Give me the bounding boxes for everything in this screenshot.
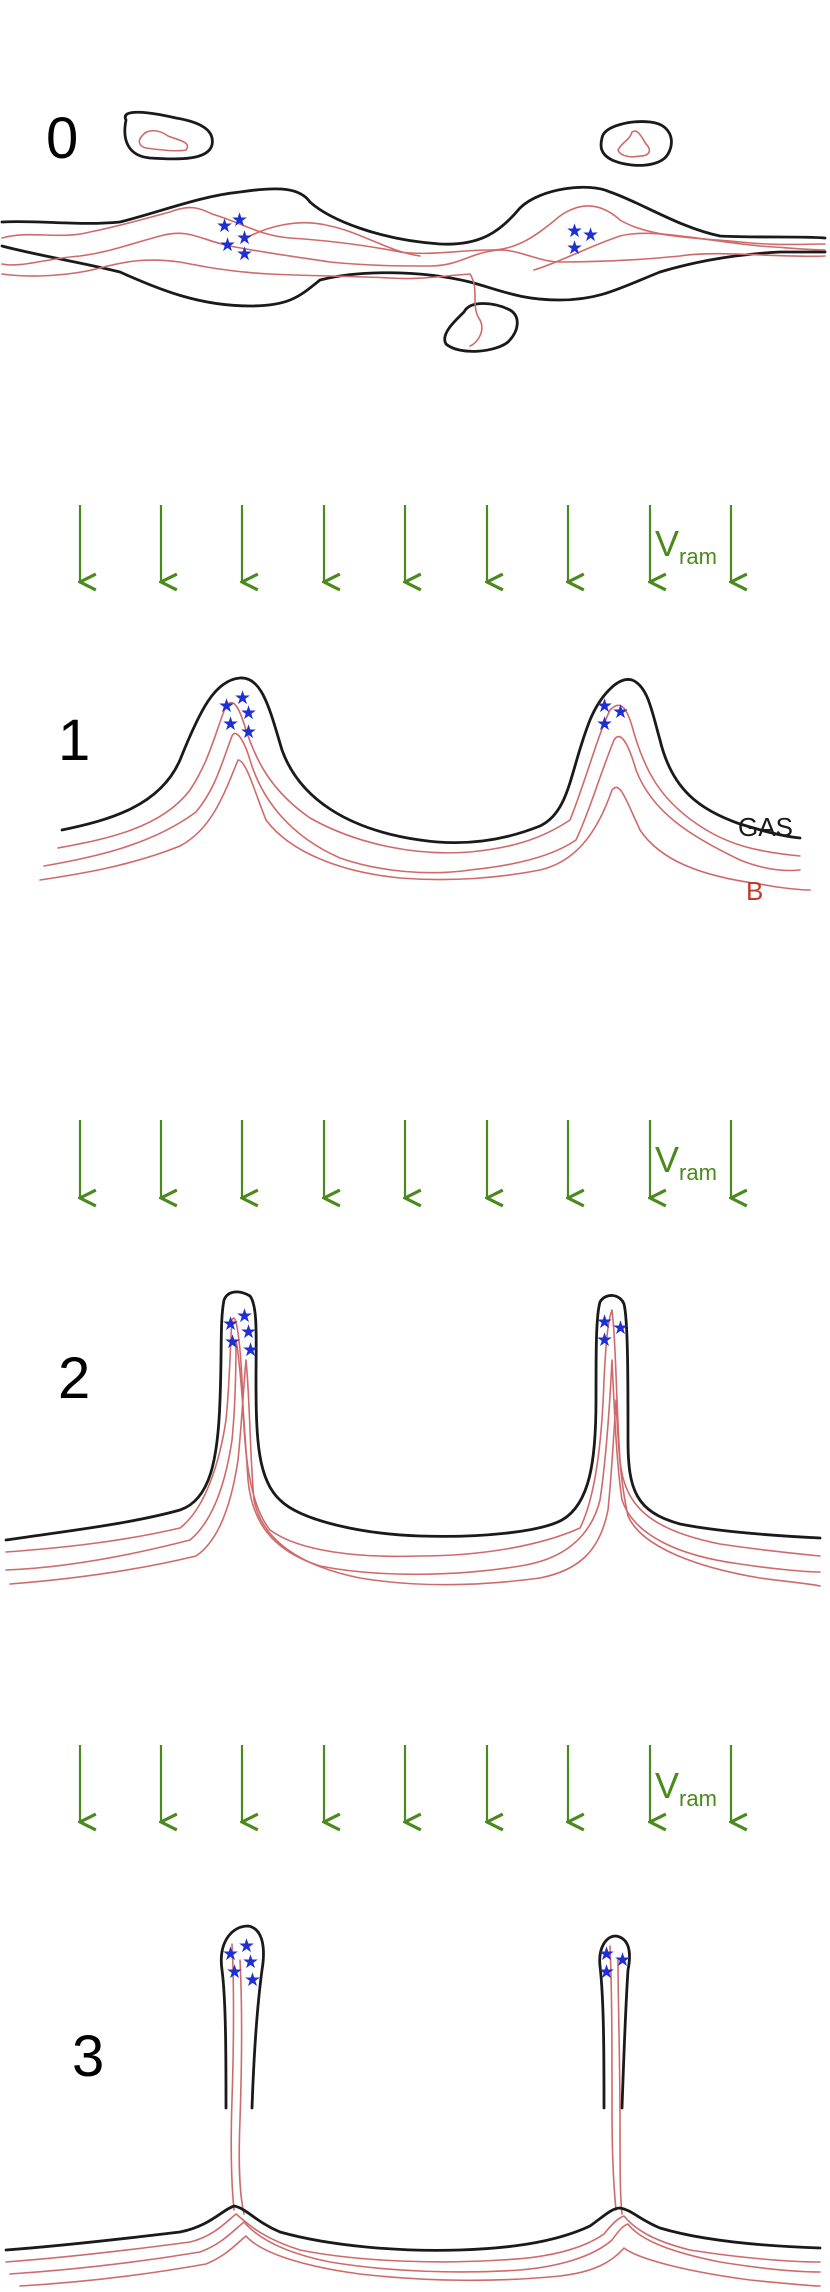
magnetic-field-line bbox=[533, 232, 826, 271]
star-icon: ★ bbox=[582, 224, 599, 246]
gas-boundary bbox=[219, 1924, 265, 2110]
star-icon: ★ bbox=[231, 209, 248, 231]
magnetic-field-line bbox=[609, 1945, 617, 2211]
gas-boundary bbox=[60, 676, 802, 844]
star-icon: ★ bbox=[614, 1949, 631, 1971]
star-cluster: ★ ★ ★ bbox=[596, 1311, 629, 1351]
star-icon: ★ bbox=[242, 1951, 259, 1973]
gas-cloud-small bbox=[599, 120, 673, 167]
gas-cloud-small bbox=[123, 110, 214, 161]
star-icon: ★ bbox=[218, 695, 235, 717]
gas-band bbox=[0, 244, 827, 308]
panel-number: 3 bbox=[72, 2024, 104, 2089]
star-icon: ★ bbox=[219, 234, 236, 256]
star-cluster: ★ ★ ★ ★ ★ bbox=[218, 687, 257, 743]
magnetic-field-line bbox=[43, 732, 801, 874]
star-icon: ★ bbox=[566, 220, 583, 242]
star-icon: ★ bbox=[596, 1311, 613, 1333]
panel-number: 2 bbox=[58, 1346, 90, 1411]
star-icon: ★ bbox=[224, 1331, 241, 1353]
magnetic-field-line bbox=[5, 1339, 821, 1576]
gas-cloud-small bbox=[443, 302, 519, 353]
magnetic-field-line bbox=[9, 1359, 821, 1587]
panel-3: 3 ★ ★ ★ ★ ★ ★ ★ ★ bbox=[4, 1924, 822, 2287]
magnetic-field-line bbox=[1, 259, 483, 347]
field-loop bbox=[138, 129, 189, 152]
magnetic-field-line bbox=[57, 701, 801, 857]
magnetic-field-line bbox=[230, 1943, 235, 2211]
panel-2: 2 ★ ★ ★ ★ ★ ★ ★ ★ bbox=[4, 1290, 822, 1587]
star-cluster: ★ ★ ★ ★ ★ bbox=[216, 209, 253, 265]
star-icon: ★ bbox=[242, 1339, 259, 1361]
star-cluster: ★ ★ ★ bbox=[596, 695, 629, 735]
magnetic-field-line bbox=[39, 759, 811, 891]
star-icon: ★ bbox=[244, 1969, 261, 1991]
star-icon: ★ bbox=[598, 1961, 615, 1983]
magnetic-field-line bbox=[249, 221, 421, 257]
star-icon: ★ bbox=[240, 721, 257, 743]
star-icon: ★ bbox=[596, 1329, 613, 1351]
star-cluster: ★ ★ ★ ★ ★ bbox=[222, 1935, 261, 1991]
ram-velocity-label: Vram bbox=[655, 1765, 717, 1811]
ram-velocity-label: Vram bbox=[655, 1139, 717, 1185]
star-icon: ★ bbox=[598, 1943, 615, 1965]
star-icon: ★ bbox=[222, 1943, 239, 1965]
magnetic-field-line bbox=[617, 1959, 623, 2215]
gas-label: GAS bbox=[738, 812, 793, 842]
star-cluster: ★ ★ ★ bbox=[566, 220, 599, 259]
star-cluster: ★ ★ ★ ★ ★ bbox=[222, 1305, 259, 1361]
star-icon: ★ bbox=[612, 1317, 629, 1339]
star-icon: ★ bbox=[216, 215, 233, 237]
star-icon: ★ bbox=[236, 243, 253, 265]
star-icon: ★ bbox=[238, 1935, 255, 1957]
star-icon: ★ bbox=[222, 1313, 239, 1335]
star-icon: ★ bbox=[596, 713, 613, 735]
star-icon: ★ bbox=[234, 687, 251, 709]
ram-pressure-arrows: Vram bbox=[80, 1120, 731, 1198]
magnetic-field-line bbox=[9, 2221, 821, 2275]
star-icon: ★ bbox=[222, 713, 239, 735]
gas-boundary bbox=[598, 1934, 631, 2110]
panel-0: 0 ★ ★ ★ ★ ★ ★ ★ ★ bbox=[0, 106, 827, 353]
star-icon: ★ bbox=[566, 237, 583, 259]
star-icon: ★ bbox=[612, 701, 629, 723]
magnetic-field-line bbox=[5, 1309, 821, 1558]
star-icon: ★ bbox=[226, 1961, 243, 1983]
star-cluster: ★ ★ ★ bbox=[598, 1943, 631, 1983]
star-icon: ★ bbox=[236, 227, 253, 249]
ram-velocity-label: Vram bbox=[655, 523, 717, 569]
magnetic-field-label: B bbox=[746, 876, 763, 906]
panel-number: 0 bbox=[46, 106, 78, 171]
star-icon: ★ bbox=[240, 1321, 257, 1343]
star-icon: ★ bbox=[236, 1305, 253, 1327]
magnetic-field-line bbox=[19, 2235, 821, 2287]
panel-number: 1 bbox=[58, 708, 90, 773]
star-icon: ★ bbox=[240, 702, 257, 724]
ram-pressure-arrows: Vram bbox=[80, 1745, 731, 1822]
magnetic-field-line bbox=[5, 2213, 821, 2263]
magnetic-field-line bbox=[238, 1959, 245, 2215]
magnetic-field-line bbox=[1, 232, 826, 267]
field-loop bbox=[617, 130, 651, 158]
panel-1: 1 GAS B ★ ★ ★ ★ ★ ★ ★ ★ bbox=[39, 676, 811, 906]
star-icon: ★ bbox=[596, 695, 613, 717]
ram-pressure-arrows: Vram bbox=[80, 505, 731, 582]
gas-boundary bbox=[4, 2204, 822, 2252]
gas-boundary bbox=[4, 1290, 822, 1542]
gas-band bbox=[0, 185, 827, 246]
